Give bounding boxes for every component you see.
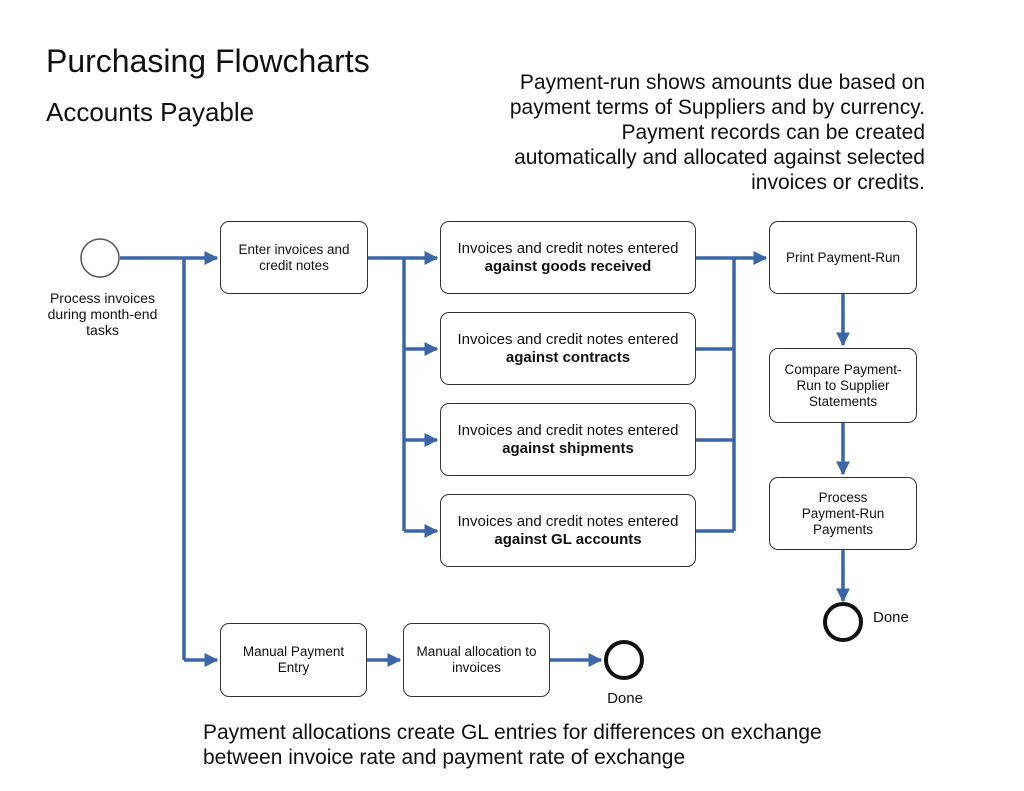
against-shipments-box[interactable]: Invoices and credit notes entered agains…: [440, 403, 696, 476]
end-event-circle-right: [823, 602, 863, 642]
manual-allocation-box[interactable]: Manual allocation to invoices: [403, 623, 550, 697]
against-goods-line1: Invoices and credit notes entered: [457, 239, 679, 257]
manual-payment-entry-label: Manual Payment Entry: [242, 644, 345, 675]
done-label-bottom: Done: [607, 690, 643, 707]
enter-invoices-box[interactable]: Enter invoices and credit notes: [220, 221, 368, 294]
against-gl-line1: Invoices and credit notes entered: [457, 512, 679, 530]
enter-invoices-label: Enter invoices and credit notes: [238, 241, 350, 273]
process-payment-run-label: Process Payment-Run Payments: [801, 489, 885, 537]
manual-allocation-label: Manual allocation to invoices: [416, 644, 537, 675]
against-contracts-line1: Invoices and credit notes entered: [457, 330, 679, 348]
print-payment-run-box[interactable]: Print Payment-Run: [769, 221, 917, 294]
against-goods-box[interactable]: Invoices and credit notes entered agains…: [440, 221, 696, 294]
print-payment-run-label: Print Payment-Run: [785, 249, 901, 265]
end-event-circle-bottom: [604, 640, 644, 680]
against-gl-box[interactable]: Invoices and credit notes entered agains…: [440, 494, 696, 567]
against-shipments-line1: Invoices and credit notes entered: [457, 421, 679, 439]
start-event-circle: [80, 238, 120, 278]
done-label-right: Done: [873, 609, 909, 626]
allocation-note: Payment allocations create GL entries fo…: [203, 721, 822, 769]
compare-payment-run-box[interactable]: Compare Payment-Run to Supplier Statemen…: [769, 348, 917, 423]
against-shipments-line2: against shipments: [502, 439, 634, 457]
against-goods-line2: against goods received: [484, 257, 652, 275]
page-subtitle: Accounts Payable: [46, 97, 255, 127]
manual-payment-entry-box[interactable]: Manual Payment Entry: [220, 623, 367, 697]
compare-payment-run-label: Compare Payment-Run to Supplier Statemen…: [784, 361, 902, 409]
against-gl-line2: against GL accounts: [494, 530, 642, 548]
process-payment-run-box[interactable]: Process Payment-Run Payments: [769, 477, 917, 550]
page-title: Purchasing Flowcharts: [46, 43, 370, 79]
against-contracts-box[interactable]: Invoices and credit notes entered agains…: [440, 312, 696, 385]
against-contracts-line2: against contracts: [505, 348, 631, 366]
payment-run-note: Payment-run shows amounts due based on p…: [509, 71, 925, 194]
start-event-label: Process invoices during month-end tasks: [47, 290, 158, 338]
